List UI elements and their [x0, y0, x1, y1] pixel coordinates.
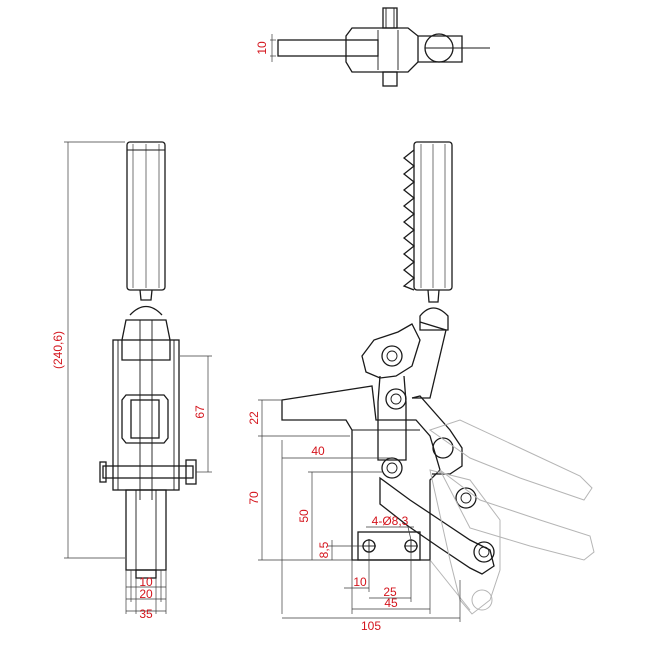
- dim-side-50: 50: [297, 509, 311, 523]
- front-dimensions: (240,6) 67 10 20 35: [51, 141, 212, 621]
- dim-top-width: 10: [255, 41, 269, 55]
- side-ghost-open-position: [428, 419, 595, 615]
- dim-front-35: 35: [139, 607, 153, 621]
- dim-holes: 4-Ø8,3: [372, 514, 409, 528]
- dim-side-10: 10: [353, 575, 367, 589]
- top-view: [277, 7, 490, 87]
- front-view: [99, 141, 197, 579]
- side-dimensions: 22 40 70 50 8,5 4-Ø8,3 10 25 45 105: [247, 399, 461, 633]
- dim-side-105: 105: [361, 619, 381, 633]
- dim-side-45: 45: [384, 596, 398, 610]
- dim-side-22: 22: [247, 411, 261, 425]
- dim-side-40: 40: [311, 444, 325, 458]
- top-width-dimension: 10: [255, 34, 276, 62]
- side-view: [281, 141, 495, 575]
- dim-side-70: 70: [247, 491, 261, 505]
- dim-overall-height: (240,6): [51, 331, 65, 369]
- dim-front-20: 20: [139, 587, 153, 601]
- dim-side-8-5: 8,5: [317, 541, 331, 558]
- dim-body-height: 67: [193, 405, 207, 419]
- dim-side-25: 25: [383, 585, 397, 599]
- dim-front-10: 10: [139, 575, 153, 589]
